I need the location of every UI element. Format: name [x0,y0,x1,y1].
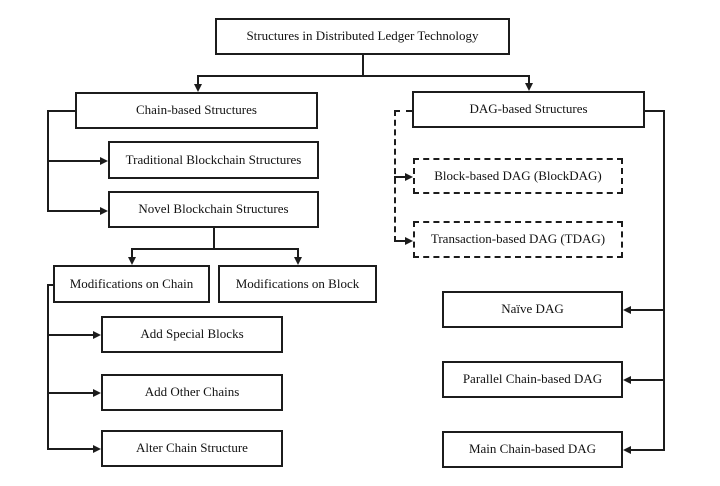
connector-to-main-dag [629,449,664,451]
node-traditional-blockchain-structures: Traditional Blockchain Structures [108,141,319,179]
connector-to-alter-chain [47,448,94,450]
node-novel-blockchain-structures: Novel Blockchain Structures [108,191,319,228]
node-alter-chain-structure: Alter Chain Structure [101,430,283,467]
connector-to-parallel-dag [629,379,664,381]
arrowhead-to-alter-chain [93,445,101,453]
connector-to-naive-dag [629,309,664,311]
arrowhead-to-blockdag [405,173,413,181]
connector-to-blockdag [394,176,406,178]
connector-to-tdag [394,240,406,242]
arrowhead-to-add-special [93,331,101,339]
connector-dag-right-trunk [663,110,665,451]
arrowhead-to-tdag [405,237,413,245]
arrowhead-to-mod-chain [128,257,136,265]
node-modifications-on-chain: Modifications on Chain [53,265,210,303]
connector-dag-right-stub [645,110,665,112]
connector-root-to-dag [528,75,530,85]
connector-root-to-chain [197,75,199,86]
arrowhead-to-main-dag [623,446,631,454]
connector-to-mod-block [297,248,299,259]
node-add-other-chains: Add Other Chains [101,374,283,411]
node-chain-based-structures: Chain-based Structures [75,92,318,129]
connector-to-add-special [47,334,94,336]
arrowhead-to-parallel-dag [623,376,631,384]
node-modifications-on-block: Modifications on Block [218,265,377,303]
arrowhead-to-mod-block [294,257,302,265]
connector-to-novel [47,210,101,212]
node-parallel-chain-based-dag: Parallel Chain-based DAG [442,361,623,398]
arrowhead-to-dag-based [525,83,533,91]
arrowhead-to-add-other [93,389,101,397]
connector-root-stem [362,54,364,77]
arrowhead-to-novel [100,207,108,215]
connector-novel-stem [213,228,215,250]
arrowhead-to-naive-dag [623,306,631,314]
connector-to-mod-chain [131,248,133,259]
connector-chain-stub [47,110,75,112]
node-transaction-based-dag: Transaction-based DAG (TDAG) [413,221,623,258]
connector-mod-chain-trunk [47,284,49,450]
node-block-based-dag: Block-based DAG (BlockDAG) [413,158,623,194]
node-main-chain-based-dag: Main Chain-based DAG [442,431,623,468]
connector-mod-chain-stub [47,284,53,286]
connector-dag-dashed-stub [394,110,412,112]
arrowhead-to-traditional [100,157,108,165]
node-naive-dag: Naïve DAG [442,291,623,328]
node-root: Structures in Distributed Ledger Technol… [215,18,510,55]
connector-to-traditional [47,160,101,162]
connector-modifications-bar [131,248,299,250]
connector-to-add-other [47,392,94,394]
node-add-special-blocks: Add Special Blocks [101,316,283,353]
arrowhead-to-chain-based [194,84,202,92]
node-dag-based-structures: DAG-based Structures [412,91,645,128]
connector-root-branch-bar [197,75,530,77]
